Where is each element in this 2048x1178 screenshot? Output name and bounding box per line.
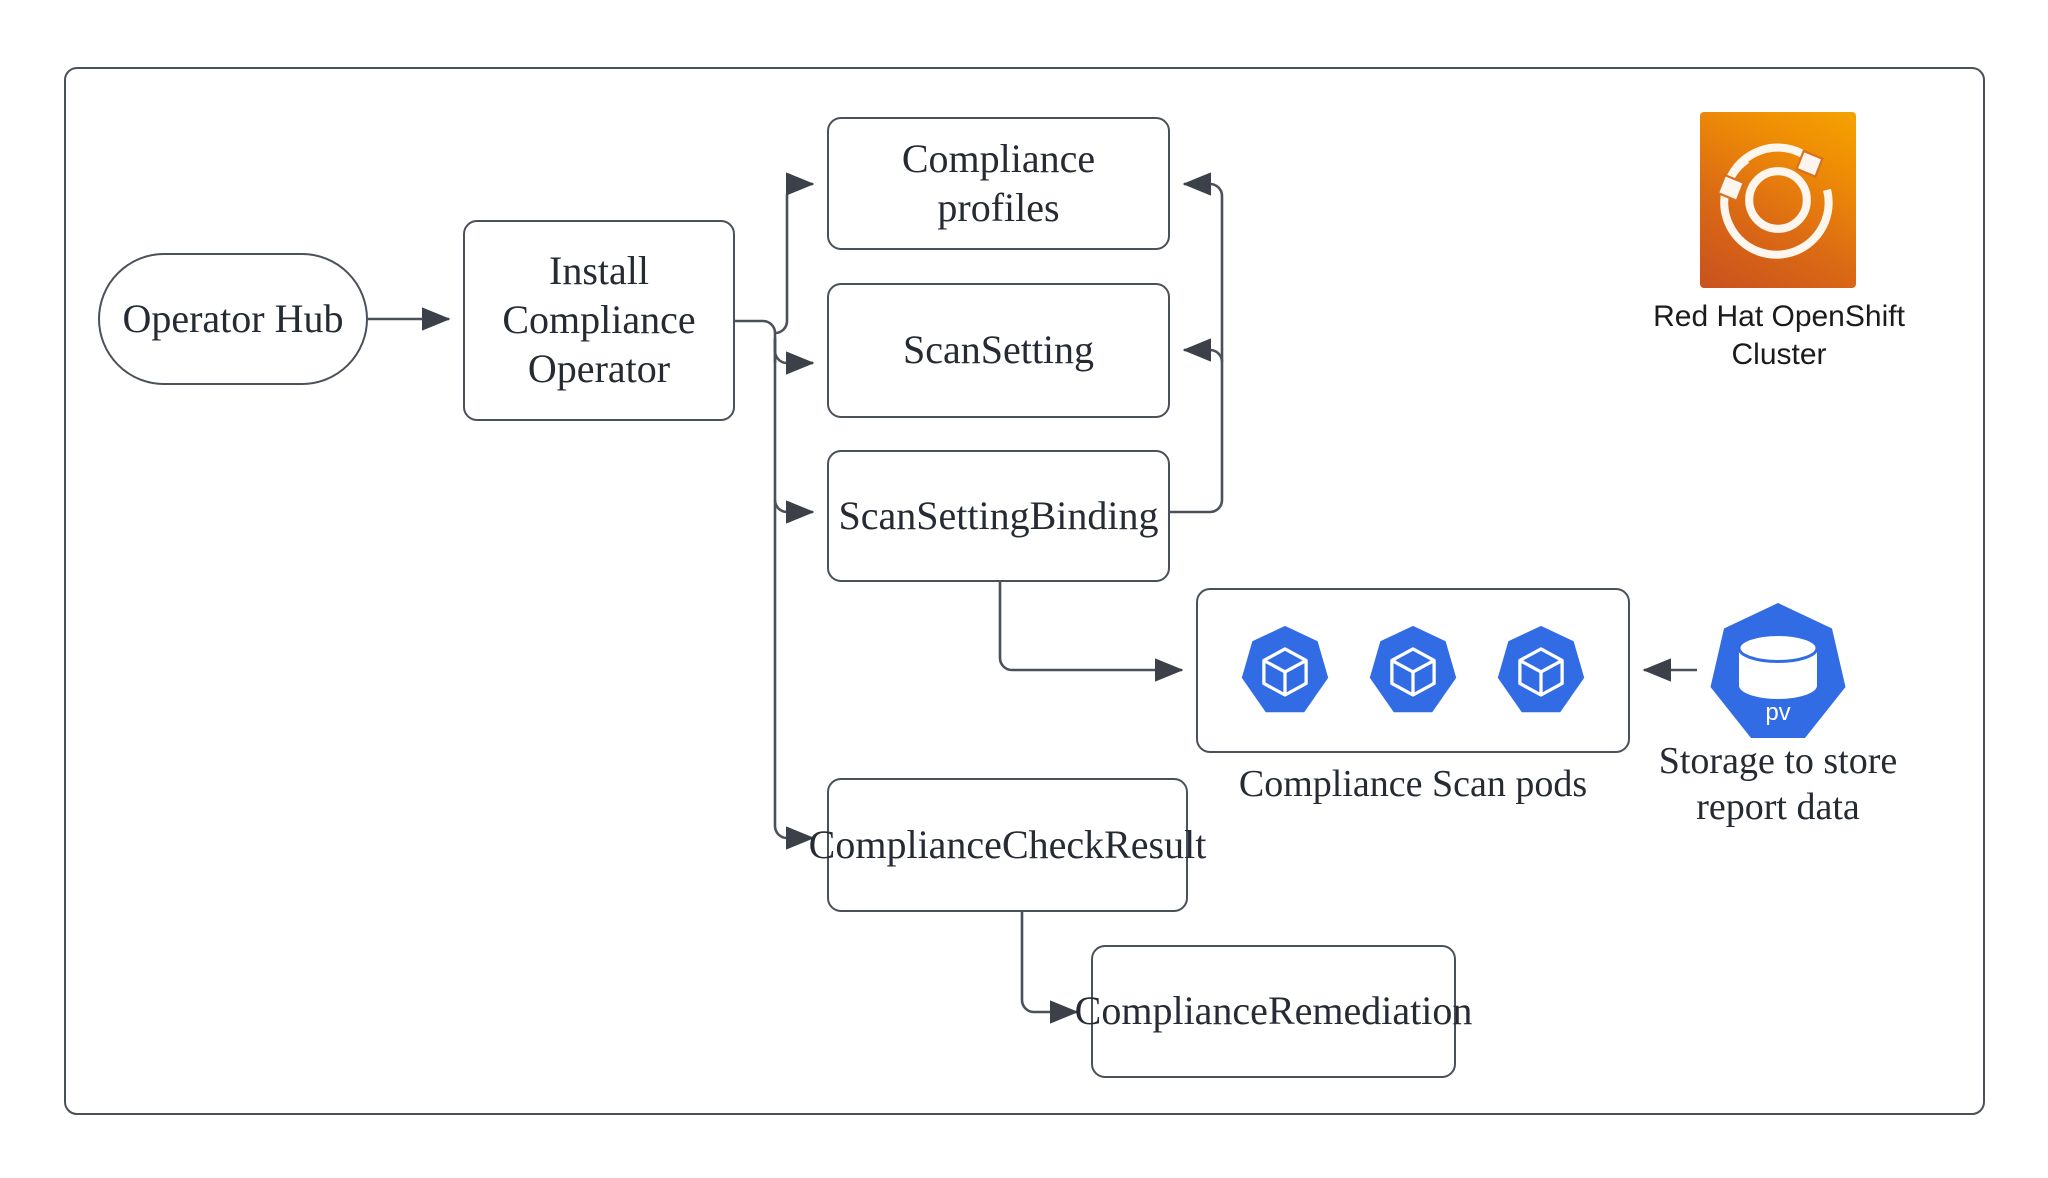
node-scansettingbinding-label: ScanSettingBinding: [838, 492, 1159, 538]
storage-pv-node[interactable]: pv: [1697, 600, 1859, 750]
node-operator-hub-label: Operator Hub: [122, 295, 344, 341]
node-scansetting[interactable]: ScanSetting: [827, 283, 1170, 418]
node-compliancecheckresult[interactable]: ComplianceCheckResult: [809, 778, 1206, 912]
node-compliancecheckresult-label: ComplianceCheckResult: [808, 821, 1207, 867]
storage-label-line-1: Storage to store: [1658, 740, 1898, 782]
node-install-compliance-operator[interactable]: Install Compliance Operator: [463, 220, 735, 421]
label-storage-report-data: Storage to store report data: [1628, 738, 1928, 831]
install-label-line-1: Install: [549, 248, 649, 294]
node-complianceremediation[interactable]: ComplianceRemediation: [1075, 945, 1472, 1078]
openshift-cluster-badge: Red Hat OpenShift Cluster: [1614, 112, 1944, 371]
node-scansetting-label: ScanSetting: [902, 327, 1095, 373]
openshift-label-line-2: Cluster: [1731, 338, 1827, 372]
storage-label-line-2: report data: [1696, 786, 1860, 829]
node-operator-hub[interactable]: Operator Hub: [98, 253, 368, 385]
kubernetes-pod-icon: [1497, 625, 1585, 712]
node-scansettingbinding[interactable]: ScanSettingBinding: [827, 450, 1170, 582]
openshift-label-line-1: Red Hat OpenShift: [1653, 300, 1905, 333]
profiles-label-line-1: Compliance: [901, 135, 1096, 181]
openshift-logo-icon: [1700, 112, 1856, 288]
label-compliance-scan-pods: Compliance Scan pods: [1238, 763, 1588, 805]
kubernetes-pod-icon: [1241, 625, 1329, 712]
node-compliance-profiles[interactable]: Compliance profiles: [827, 117, 1170, 250]
pv-badge-text: pv: [1765, 699, 1790, 726]
install-label-line-3: Operator: [527, 345, 671, 391]
kubernetes-persistent-volume-icon: pv: [1710, 603, 1846, 738]
openshift-cluster-boundary: [64, 67, 1985, 1115]
profiles-label-line-2: profiles: [937, 184, 1060, 230]
node-compliance-profiles-label: Compliance profiles: [902, 135, 1095, 233]
node-complianceremediation-label: ComplianceRemediation: [1074, 988, 1473, 1034]
node-install-compliance-operator-label: Install Compliance Operator: [502, 247, 695, 393]
label-red-hat-openshift-cluster: Red Hat OpenShift Cluster: [1614, 298, 1944, 375]
kubernetes-pod-icon: [1369, 625, 1457, 712]
group-compliance-scan-pods[interactable]: [1196, 588, 1630, 753]
openshift-logo-glyph: [1716, 143, 1833, 259]
install-label-line-2: Compliance: [502, 297, 696, 343]
